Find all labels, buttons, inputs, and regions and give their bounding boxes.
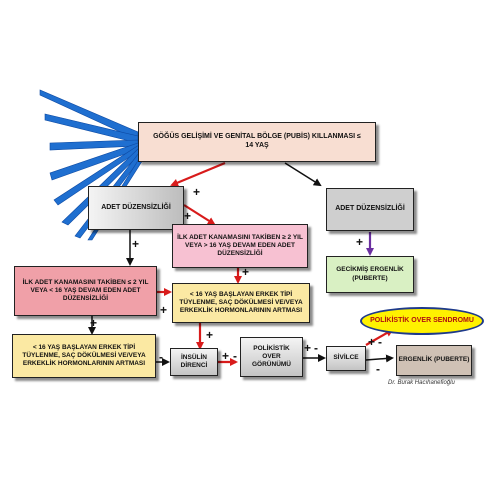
arrow-adet-left-to-pink xyxy=(183,204,216,226)
plus-sign-male-upper-down: + xyxy=(206,328,214,342)
gecikmis-ergenlik-box: GECİKMİŞ ERGENLİK (PUBERTE) xyxy=(326,256,414,293)
minus-sign-polikistik-right: - xyxy=(314,341,318,355)
polikistik-over-gorunumu-box: POLİKİSTİK OVER GÖRÜNÜMÜ xyxy=(240,337,303,377)
minus-sign-insulin-right: - xyxy=(233,349,237,363)
plus-sign-pink-down: + xyxy=(242,265,250,279)
minus-sign-male-lower: - xyxy=(159,350,163,364)
ergenlik-box: ERGENLİK (PUBERTE) xyxy=(396,345,472,376)
plus-sign-top-left: + xyxy=(193,185,201,199)
sivilce-box: SİVİLCE xyxy=(326,346,366,371)
black-arrows xyxy=(88,162,394,366)
polikistik-over-sendromu-oval: POLİKİSTİK OVER SENDROMU xyxy=(360,307,484,335)
plus-sign-adet-left-pink: + xyxy=(184,209,192,223)
top-box: GÖĞÜS GELİŞİMİ VE GENİTAL BÖLGE (PUBİS) … xyxy=(138,122,376,162)
arrow-top-to-adet-left xyxy=(170,161,226,187)
plus-sign-red-down: + xyxy=(90,316,98,330)
adet-duzensizligi-right-box: ADET DÜZENSİZLİĞİ xyxy=(326,188,414,231)
plus-sign-adet-left-down: + xyxy=(132,237,140,251)
author-credit: Dr. Burak Hacıhanefioğlu xyxy=(388,380,455,386)
male-hair-lower-box: < 16 YAŞ BAŞLAYAN ERKEK TİPİ TÜYLENME, S… xyxy=(12,334,156,378)
minus-sign-sivilce-up: - xyxy=(378,335,382,349)
ilk-adet-red-box: İLK ADET KANAMASINI TAKİBEN ≤ 2 YIL VEYA… xyxy=(14,266,157,316)
plus-sign-red-right: + xyxy=(160,303,168,317)
minus-sign-sivilce-right: - xyxy=(376,362,380,376)
male-hair-upper-box: < 16 YAŞ BAŞLAYAN ERKEK TİPİ TÜYLENME, S… xyxy=(172,283,310,323)
arrow-top-to-adet-right xyxy=(284,162,322,187)
arrow-sivilce-to-ergenlik xyxy=(365,354,394,363)
plus-sign-adet-right: + xyxy=(356,235,364,249)
ilk-adet-pink-box: İLK ADET KANAMASINI TAKİBEN ≥ 2 YIL VEYA… xyxy=(172,224,308,268)
plus-sign-polikistik-right: + xyxy=(304,341,312,355)
plus-sign-insulin-right: + xyxy=(222,349,230,363)
adet-duzensizligi-left-box: ADET DÜZENSİZLİĞİ xyxy=(88,186,184,230)
insulin-direnci-box: İNSÜLİN DİRENCİ xyxy=(170,348,218,376)
plus-sign-sivilce-up: + xyxy=(368,335,376,349)
